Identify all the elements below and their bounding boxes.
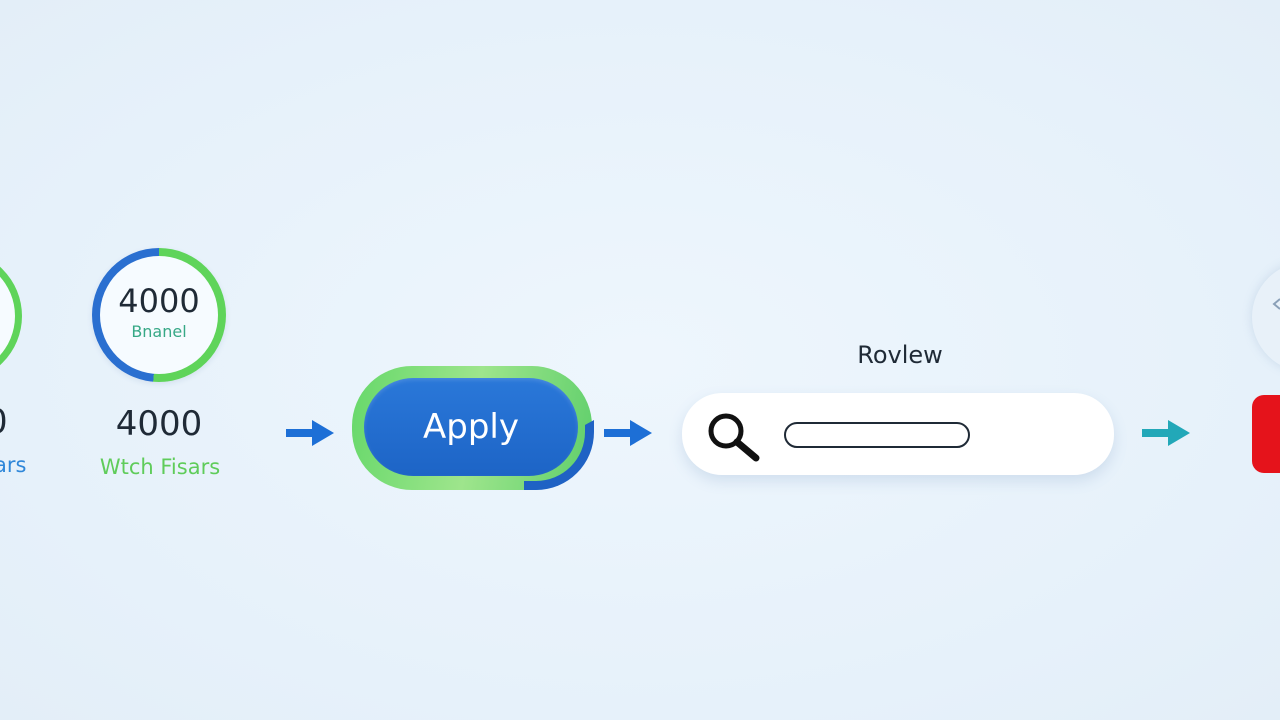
next-circle — [1252, 262, 1280, 372]
ring-caption: Bnanel — [131, 322, 187, 341]
apply-button[interactable]: Apply — [364, 378, 578, 476]
arrow-right-icon — [1140, 418, 1192, 448]
milestone-caption: Wtch Fisars — [99, 455, 221, 479]
progress-ring: 4000 Bnanel — [92, 248, 226, 382]
left-milestone-value: 0 — [0, 405, 8, 439]
ring-value: 4000 — [118, 282, 200, 320]
arrow-right-icon — [284, 418, 336, 448]
search-icon[interactable] — [704, 410, 762, 462]
review-label: Rovlew — [857, 341, 943, 369]
red-badge — [1252, 395, 1280, 473]
chevron-icon — [1272, 296, 1280, 310]
progress-ring-left — [0, 250, 22, 382]
left-milestone-caption: ars — [0, 453, 27, 477]
progress-ring-inner — [100, 256, 218, 374]
milestone-value: 4000 — [115, 404, 203, 444]
arrow-right-icon — [602, 418, 654, 448]
search-input[interactable] — [784, 422, 970, 448]
